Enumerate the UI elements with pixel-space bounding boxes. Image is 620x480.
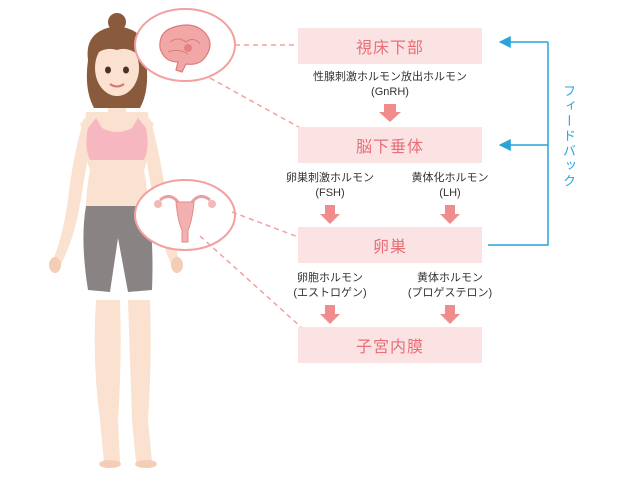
- brain-callout: [134, 8, 236, 82]
- endometrium-label: 子宮内膜: [355, 339, 424, 356]
- lh-abbr: (LH): [439, 187, 461, 199]
- uterus-icon: [154, 195, 216, 243]
- ovary-label: 卵巣: [372, 239, 407, 256]
- feedback-label: フィードバック: [561, 84, 576, 189]
- estrogen-name: 卵胞ホルモン: [297, 272, 363, 284]
- woman-figure-icon: [49, 13, 183, 468]
- gnrh-name: 性腺刺激ホルモン放出ホルモン: [313, 71, 467, 83]
- flow-arrows: [320, 104, 460, 324]
- arrow-lh: [440, 205, 460, 224]
- fsh-name: 卵巣刺激ホルモン: [286, 172, 374, 184]
- uterus-callout: [134, 179, 236, 251]
- endometrium-box: 子宮内膜: [298, 327, 482, 363]
- feedback-lines: [488, 36, 549, 246]
- progesterone-abbr: (プロゲステロン): [407, 287, 493, 299]
- progesterone-name: 黄体ホルモン: [417, 272, 483, 284]
- hypothalamus-label: 視床下部: [355, 40, 424, 57]
- hypothalamus-box: 視床下部: [298, 28, 482, 64]
- ovary-box: 卵巣: [298, 227, 482, 263]
- progesterone-label: 黄体ホルモン (プロゲステロン): [390, 271, 510, 301]
- fsh-label: 卵巣刺激ホルモン (FSH): [270, 171, 390, 201]
- arrow-progesterone: [440, 305, 460, 324]
- arrow-fsh: [320, 205, 340, 224]
- lh-name: 黄体化ホルモン: [411, 172, 489, 184]
- estrogen-abbr: (エストロゲン): [293, 287, 367, 299]
- gnrh-label: 性腺刺激ホルモン放出ホルモン (GnRH): [300, 70, 480, 100]
- lh-label: 黄体化ホルモン (LH): [390, 171, 510, 201]
- estrogen-label: 卵胞ホルモン (エストロゲン): [270, 271, 390, 301]
- fsh-abbr: (FSH): [315, 187, 345, 199]
- arrow-gnrh: [379, 104, 401, 122]
- pituitary-label: 脳下垂体: [355, 139, 424, 156]
- brain-icon: [159, 24, 211, 73]
- pituitary-box: 脳下垂体: [298, 127, 482, 163]
- gnrh-abbr: (GnRH): [371, 86, 409, 98]
- arrow-estrogen: [320, 305, 340, 324]
